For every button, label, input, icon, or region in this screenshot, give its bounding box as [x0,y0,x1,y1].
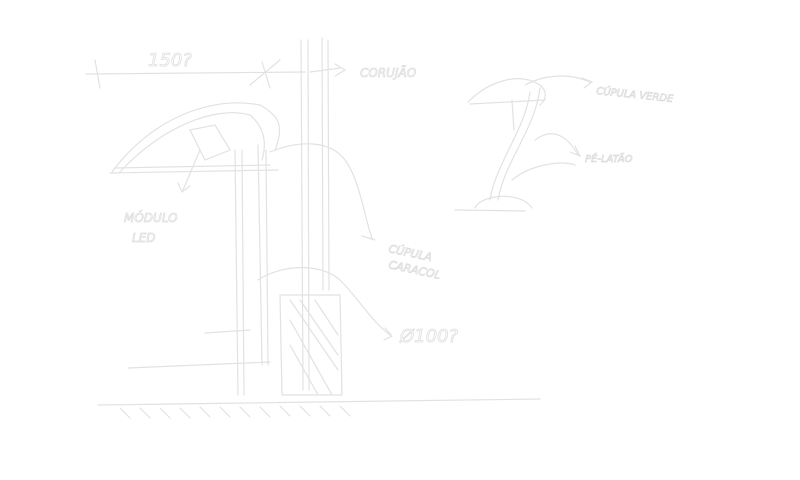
diameter-label: Ø100? [399,326,459,347]
pe-latao-label: PÉ-LATÃO [585,152,633,165]
cupula-verde-label: CÚPULA VERDE [596,84,675,105]
small-lamp-drawing [454,75,594,212]
cupula-caracol-label-line2: CARACOL [387,258,441,282]
main-lamp-drawing [85,37,541,419]
modulo-led-label-line1: MÓDULO [124,210,178,225]
corujao-label: CORUJÃO [360,65,416,80]
dimension-label: 150? [148,50,192,71]
modulo-led-label-line2: LED [132,231,156,245]
